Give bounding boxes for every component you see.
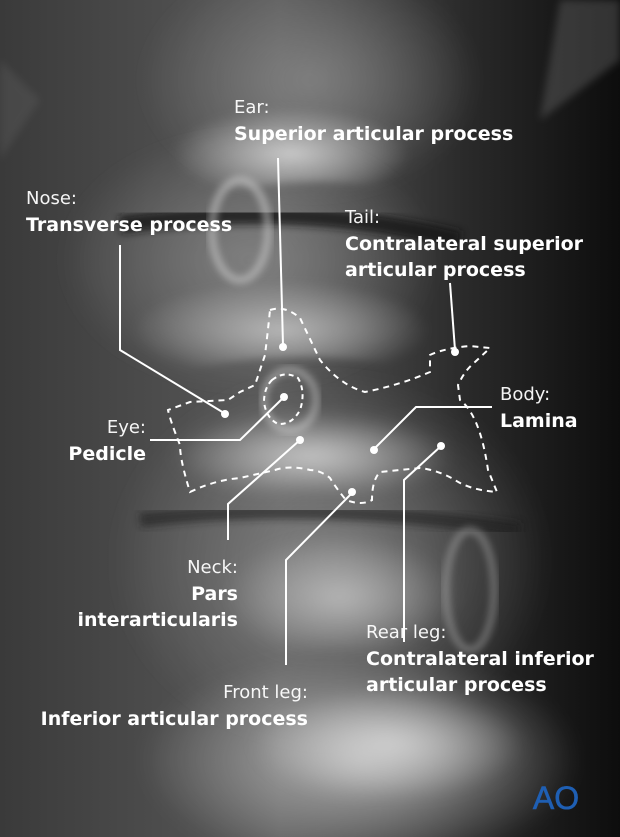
label-eye: Eye: Pedicle xyxy=(60,415,146,467)
label-nose-category: Nose: xyxy=(26,188,77,209)
label-nose-term: Transverse process xyxy=(26,214,233,236)
label-tail-term-line2: articular process xyxy=(345,259,526,281)
label-nose: Nose: Transverse process xyxy=(26,186,232,238)
dot-neck xyxy=(296,436,304,444)
dot-nose xyxy=(221,410,229,418)
leader-body xyxy=(373,406,492,450)
label-front-leg: Front leg: Inferior articular process xyxy=(40,680,308,732)
label-tail-category: Tail: xyxy=(345,207,381,228)
label-rear-leg-term-line1: Contralateral inferior xyxy=(366,648,594,670)
leader-ear xyxy=(277,157,284,346)
scottie-dog-outline xyxy=(166,307,499,504)
label-rear-leg-category: Rear leg: xyxy=(366,622,447,643)
label-rear-leg: Rear leg: Contralateral inferior articul… xyxy=(366,620,594,698)
label-front-leg-term: Inferior articular process xyxy=(40,708,308,730)
dot-body xyxy=(370,446,378,454)
label-body-term: Lamina xyxy=(500,410,578,432)
label-body-category: Body: xyxy=(500,384,551,405)
dot-eye xyxy=(280,393,288,401)
label-neck-term-line2: interarticularis xyxy=(77,609,238,631)
label-neck-term-line1: Pars xyxy=(191,583,238,605)
dot-front-leg xyxy=(348,488,356,496)
label-eye-category: Eye: xyxy=(106,417,146,438)
label-body: Body: Lamina xyxy=(500,382,578,434)
leader-nose xyxy=(119,245,225,414)
label-eye-term: Pedicle xyxy=(68,443,146,465)
dot-rear-leg xyxy=(437,442,445,450)
label-rear-leg-term-line2: articular process xyxy=(366,674,547,696)
ao-logo-text: AO xyxy=(533,780,579,816)
dot-ear xyxy=(279,343,287,351)
label-front-leg-category: Front leg: xyxy=(223,682,308,703)
leader-rear-leg xyxy=(403,446,441,642)
label-ear-category: Ear: xyxy=(234,97,270,118)
pedicle-outline xyxy=(262,373,304,426)
label-tail: Tail: Contralateral superior articular p… xyxy=(345,205,583,283)
ao-logo: AO xyxy=(533,780,580,817)
leader-neck xyxy=(227,439,301,540)
leader-front-leg xyxy=(285,492,353,665)
leader-eye xyxy=(150,397,284,441)
label-ear: Ear: Superior articular process xyxy=(234,95,513,147)
label-neck-category: Neck: xyxy=(187,557,238,578)
dot-tail xyxy=(451,348,459,356)
label-ear-term: Superior articular process xyxy=(234,123,514,145)
leader-tail xyxy=(449,282,456,351)
label-tail-term-line1: Contralateral superior xyxy=(345,233,584,255)
label-neck: Neck: Pars interarticularis xyxy=(70,555,238,633)
